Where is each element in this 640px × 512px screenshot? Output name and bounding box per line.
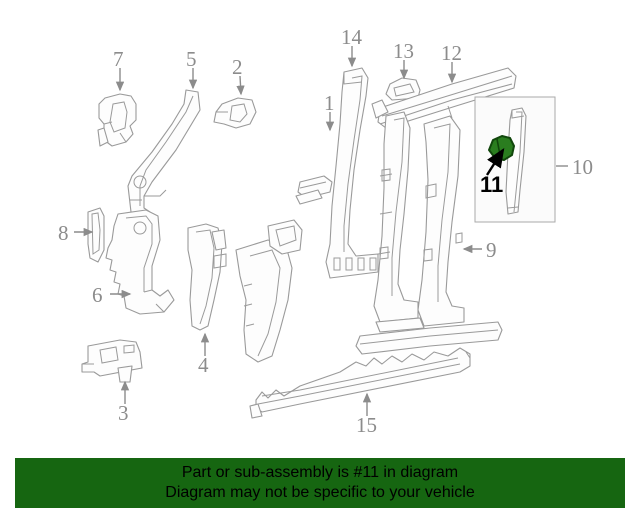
callout-label-11: 11	[480, 172, 503, 197]
part-shape-13	[385, 77, 421, 101]
banner-line-2: Diagram may not be specific to your vehi…	[165, 484, 475, 501]
callout-label-3: 3	[118, 401, 129, 425]
part-shape-5	[127, 89, 201, 223]
callout-label-15: 15	[356, 413, 377, 437]
part-shape-7	[97, 93, 137, 147]
part-shape-1	[295, 175, 333, 205]
callout-label-4: 4	[198, 353, 209, 377]
part-shape-12	[371, 67, 517, 129]
part-shape-11-highlight	[488, 135, 515, 161]
callout-label-5: 5	[186, 47, 197, 71]
callout-label-12: 12	[441, 41, 462, 65]
part-shape-8	[87, 207, 105, 263]
callout-label-13: 13	[393, 39, 414, 63]
part-shape-lower-sill	[355, 317, 503, 355]
banner-line-1: Part or sub-assembly is #11 in diagram	[181, 464, 459, 481]
callout-leaders	[74, 46, 568, 416]
part-shape-4	[187, 223, 227, 331]
disclaimer-banner: Part or sub-assembly is #11 in diagram D…	[15, 458, 625, 508]
part-shape-3	[81, 339, 143, 383]
callout-label-10: 10	[572, 155, 593, 179]
part-shape-2	[213, 97, 257, 129]
part-shape-6	[105, 209, 175, 315]
callout-label-2: 2	[232, 55, 243, 79]
callout-label-8: 8	[58, 221, 69, 245]
part-shape-9-group	[373, 105, 465, 327]
inset-detail-box	[474, 96, 556, 223]
callout-labels: 7 5 2 14 13 12 1 8 6 4 3 15 9 10 11	[58, 25, 593, 437]
callout-label-1: 1	[324, 91, 335, 115]
callout-label-6: 6	[92, 283, 103, 307]
callout-label-14: 14	[341, 25, 363, 49]
part-shape-15	[249, 347, 471, 419]
callout-label-7: 7	[113, 47, 124, 71]
part-shape-center-cluster	[235, 219, 303, 363]
callout-label-9: 9	[486, 238, 497, 262]
